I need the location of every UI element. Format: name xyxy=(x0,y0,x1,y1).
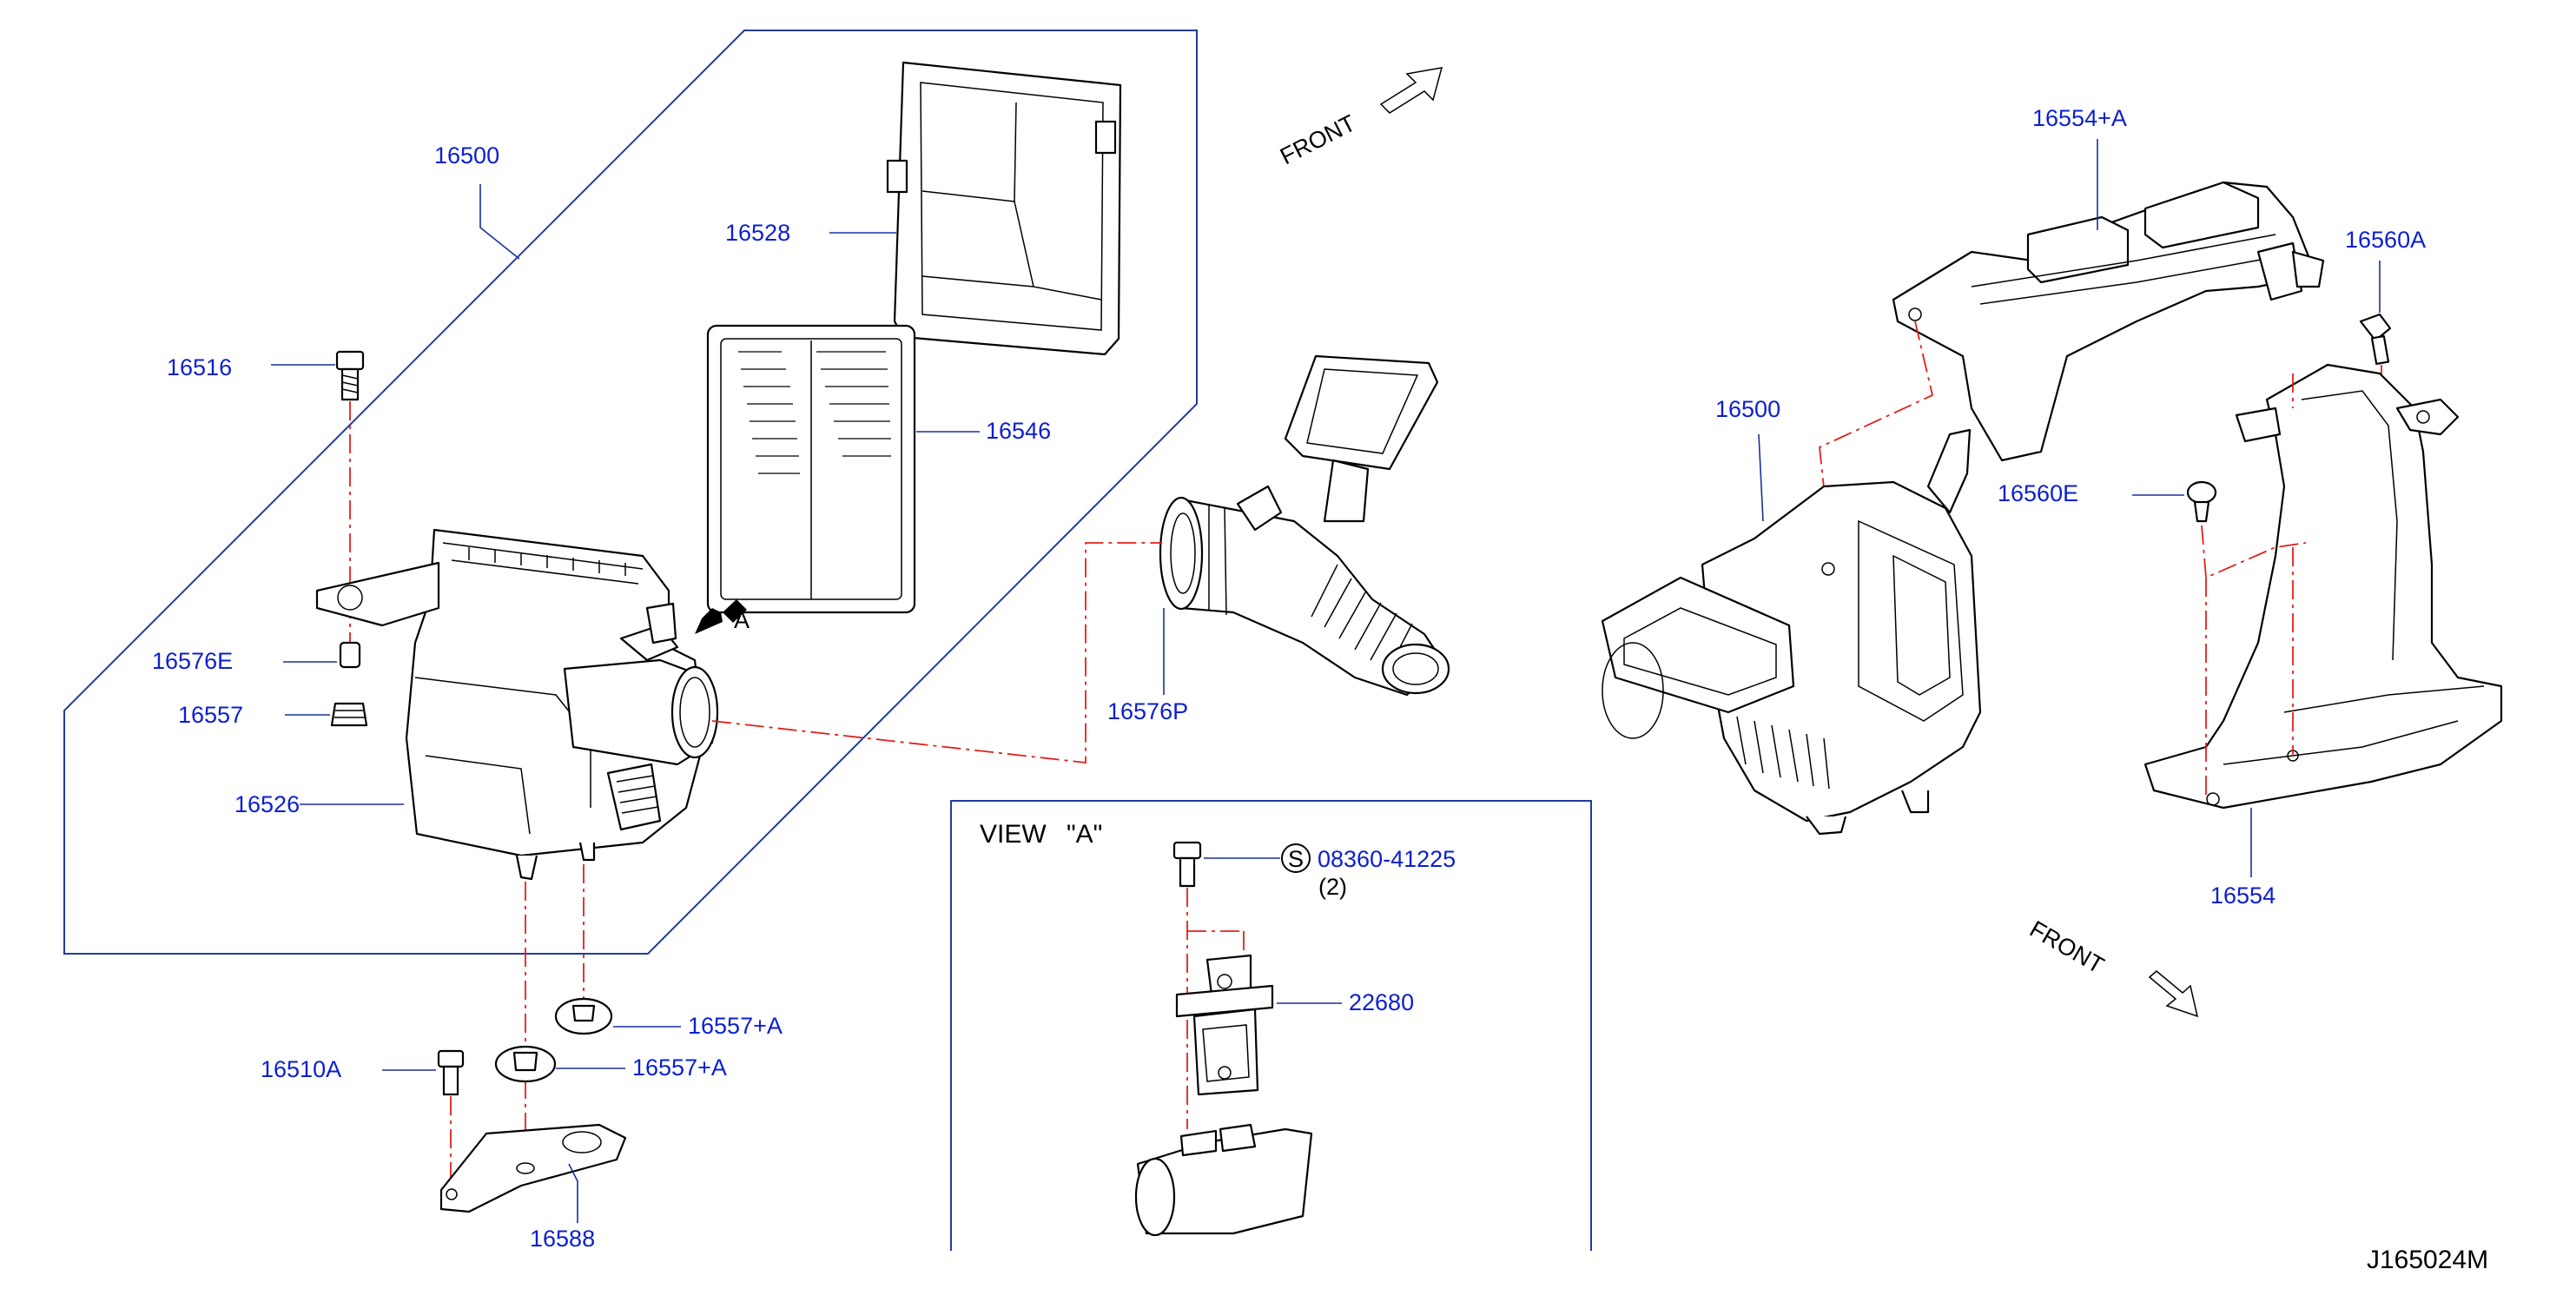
leader-16500-left xyxy=(479,184,520,260)
air-filter-element[interactable] xyxy=(706,324,916,614)
upper-duct-16554A[interactable] xyxy=(1892,181,2325,462)
label-16500-left[interactable]: 16500 xyxy=(434,142,499,169)
assembly-group-frame xyxy=(63,30,1198,955)
label-16516[interactable]: 16516 xyxy=(167,354,232,380)
label-16576P[interactable]: 16576P xyxy=(1107,698,1188,724)
front-arrow-top-icon xyxy=(1379,67,1443,114)
air-cleaner-case-body[interactable] xyxy=(315,528,719,881)
leader-16500-right xyxy=(1758,433,1764,522)
front-label-top: FRONT xyxy=(1276,109,1359,169)
label-08360-qty: (2) xyxy=(1318,874,1347,900)
leader-16588 xyxy=(568,1163,578,1223)
label-16576E[interactable]: 16576E xyxy=(152,648,233,674)
bracket-16588[interactable] xyxy=(439,1123,627,1213)
grommet-16557A-lower[interactable] xyxy=(494,1045,557,1083)
collar-16576E[interactable] xyxy=(339,641,361,669)
label-16528[interactable]: 16528 xyxy=(725,220,790,246)
label-16500-right[interactable]: 16500 xyxy=(1715,396,1780,422)
front-label-bottom: FRONT xyxy=(2025,916,2109,978)
label-16560A[interactable]: 16560A xyxy=(2345,227,2426,253)
label-16526[interactable]: 16526 xyxy=(234,791,300,817)
bolt-16516[interactable] xyxy=(335,350,365,401)
standard-part-symbol: S xyxy=(1281,843,1311,873)
label-08360-41225[interactable]: 08360-41225 xyxy=(1318,846,1456,872)
view-a-ref: "A" xyxy=(1067,820,1102,849)
duct-section-view-a[interactable] xyxy=(1134,1123,1313,1237)
centerline-duct-to-case xyxy=(711,542,1162,764)
label-16510A[interactable]: 16510A xyxy=(261,1056,341,1082)
view-a-arrow-icon xyxy=(695,599,747,634)
label-16554A[interactable]: 16554+A xyxy=(2032,105,2127,131)
mass-air-flow-sensor[interactable] xyxy=(1175,954,1274,1096)
view-a-title: VIEW xyxy=(980,820,1047,849)
label-16557[interactable]: 16557 xyxy=(178,702,243,728)
lower-duct-16554[interactable] xyxy=(2143,363,2503,810)
grommet-16557[interactable] xyxy=(330,702,368,727)
label-16588[interactable]: 16588 xyxy=(530,1226,595,1252)
view-a-frame xyxy=(950,800,1592,1251)
label-22680[interactable]: 22680 xyxy=(1349,989,1414,1015)
arrow-a-label: A xyxy=(734,607,750,633)
diagram-id: J165024M xyxy=(2367,1246,2488,1274)
label-16546[interactable]: 16546 xyxy=(986,418,1051,444)
bolt-16510A[interactable] xyxy=(437,1049,465,1096)
air-cleaner-assembly-right[interactable] xyxy=(1601,428,1982,836)
label-16560E[interactable]: 16560E xyxy=(1998,480,2078,506)
centerline-right-1 xyxy=(1819,321,1934,570)
bolt-16560A[interactable] xyxy=(2359,313,2392,366)
intake-air-duct[interactable] xyxy=(1159,354,1450,697)
centerline-right-2 xyxy=(2201,525,2307,579)
grommet-16557A-upper[interactable] xyxy=(554,997,613,1035)
label-16554[interactable]: 16554 xyxy=(2210,882,2275,909)
front-arrow-bottom-icon xyxy=(2148,970,2199,1018)
label-16557A-1[interactable]: 16557+A xyxy=(688,1013,783,1039)
label-16557A-2[interactable]: 16557+A xyxy=(632,1054,727,1081)
screw-08360-41225[interactable] xyxy=(1172,841,1202,888)
air-cleaner-upper-cover[interactable] xyxy=(886,61,1122,356)
clip-16560E[interactable] xyxy=(2186,480,2217,523)
svg-text:S: S xyxy=(1288,846,1304,872)
